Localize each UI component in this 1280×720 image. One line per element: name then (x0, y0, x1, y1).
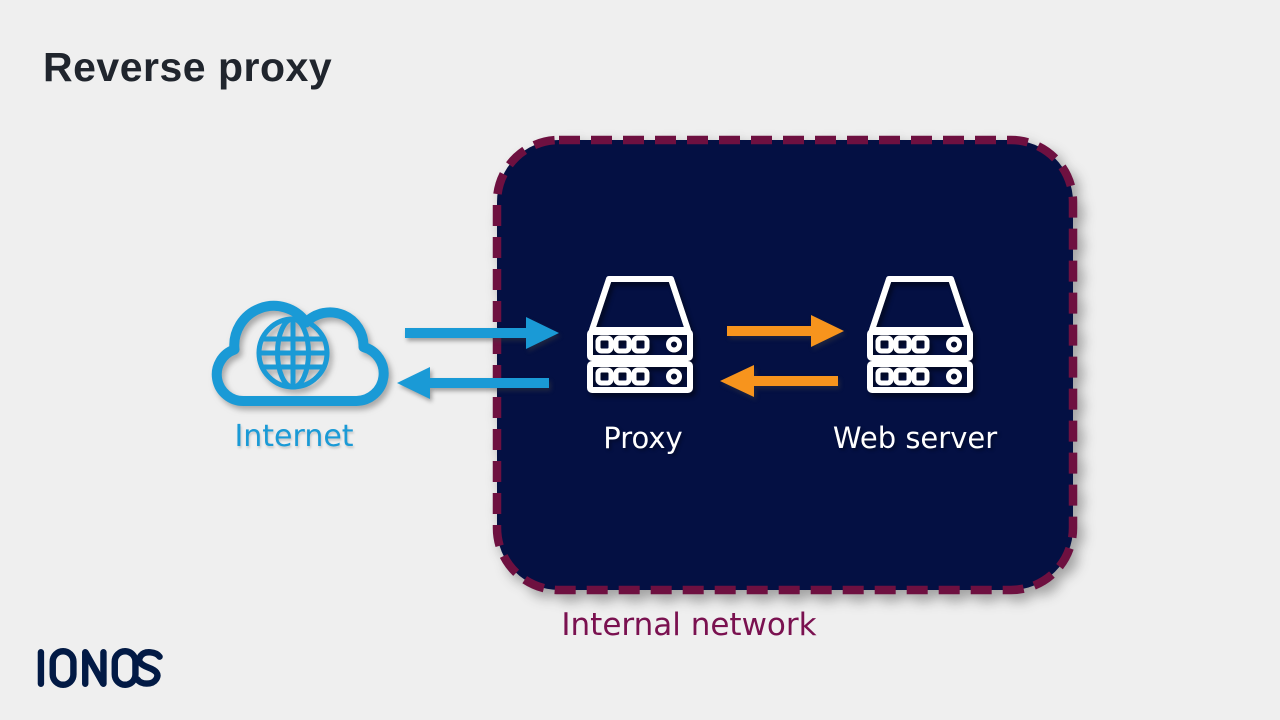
page-title: Reverse proxy (43, 44, 333, 90)
arrow-right-icon (727, 315, 844, 347)
ionos-wordmark-icon (37, 648, 163, 688)
arrow-right-icon (405, 317, 559, 349)
internal-network-box (487, 130, 1083, 600)
internet-to-proxy-arrow (405, 316, 559, 350)
internal-network-boundary (492, 135, 1078, 595)
proxy-label: Proxy (603, 421, 683, 455)
arrow-left-icon (397, 367, 549, 399)
server-icon (867, 276, 973, 393)
web-server-label: Web server (832, 421, 998, 455)
webserver-to-proxy-arrow (720, 364, 838, 398)
internal-network-label: Internal network (561, 607, 817, 643)
internet-cloud (197, 277, 391, 415)
web-server (861, 274, 979, 394)
proxy-to-internet-arrow (397, 366, 549, 400)
arrow-left-icon (720, 365, 838, 397)
server-icon (587, 276, 693, 393)
ionos-logo: IONOS (36, 648, 164, 688)
internet-label: Internet (234, 419, 354, 454)
proxy-server (581, 274, 699, 394)
cloud-globe-icon (211, 300, 389, 407)
proxy-to-webserver-arrow (727, 314, 844, 348)
